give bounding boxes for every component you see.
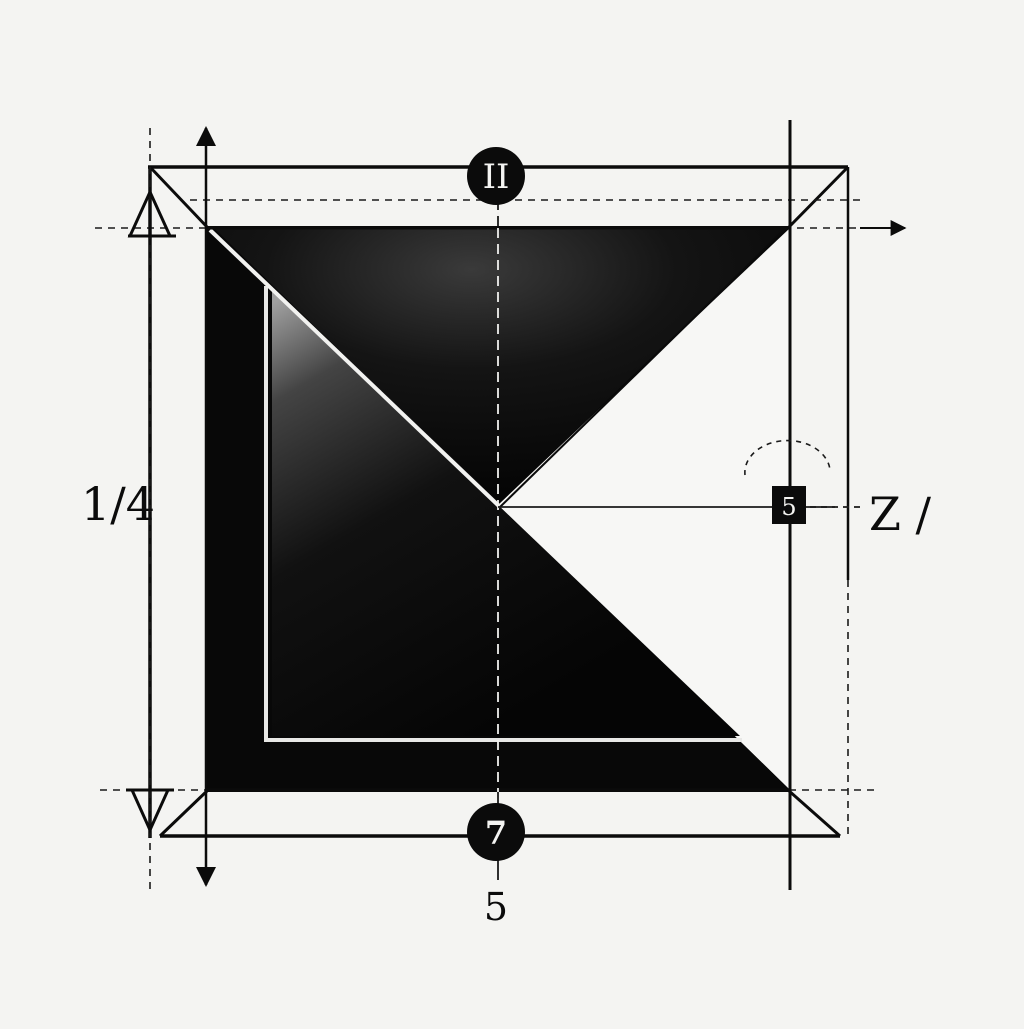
diagonal-highlight [208, 228, 502, 509]
left-outer-arrows [126, 188, 176, 834]
bottom-marker: 7 [467, 803, 525, 861]
left-dimension-label: 1/4 [81, 477, 155, 531]
right-marker-text: 5 [781, 493, 796, 521]
bottom-marker-circle [467, 803, 525, 861]
right-marker: 5 [772, 486, 806, 524]
diagonal-edge [499, 227, 787, 508]
right-marker-box [772, 486, 806, 524]
top-marker-circle [467, 147, 525, 205]
upper-triangle [214, 228, 786, 505]
right-dimension-label: Z / [869, 487, 932, 541]
white-cutout [498, 228, 790, 790]
bottom-marker-text: 7 [485, 814, 507, 852]
dimension-arc [744, 439, 831, 476]
top-marker: II [467, 147, 525, 205]
inner-bevel [264, 286, 742, 742]
top-marker-text: II [483, 157, 510, 197]
bottom-dimension-label: 5 [484, 885, 508, 929]
